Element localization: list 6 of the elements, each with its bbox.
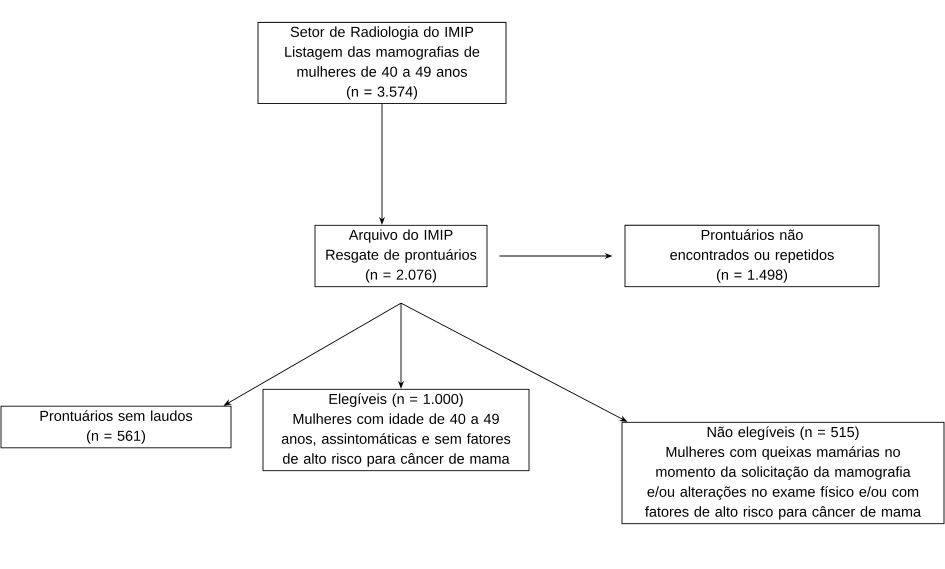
process-box: Setor de Radiologia do IMIP Listagem das mamografias de mulheres de 40 a 49 anos (n = 3.574) [258,22,506,104]
process-box: Elegíveis (n = 1.000) Mulheres com idade de 40 a 49 anos, assintomáticas e sem fatores de alto risco para câncer de mama [262,388,530,472]
process-box: Prontuários não encontrados ou repetidos (n = 1.498) [624,224,880,288]
process-box: Arquivo do IMIP Resgate de prontuários (n = 2.076) [314,224,488,288]
process-box: Não elegíveis (n = 515) Mulheres com queixas mamárias no momento da solicitação da mamografia e/ou alterações no exame físico e/ou com fatores de alto risco para câncer de mama [622,422,944,524]
process-box: Prontuários sem laudos (n = 561) [0,406,232,448]
